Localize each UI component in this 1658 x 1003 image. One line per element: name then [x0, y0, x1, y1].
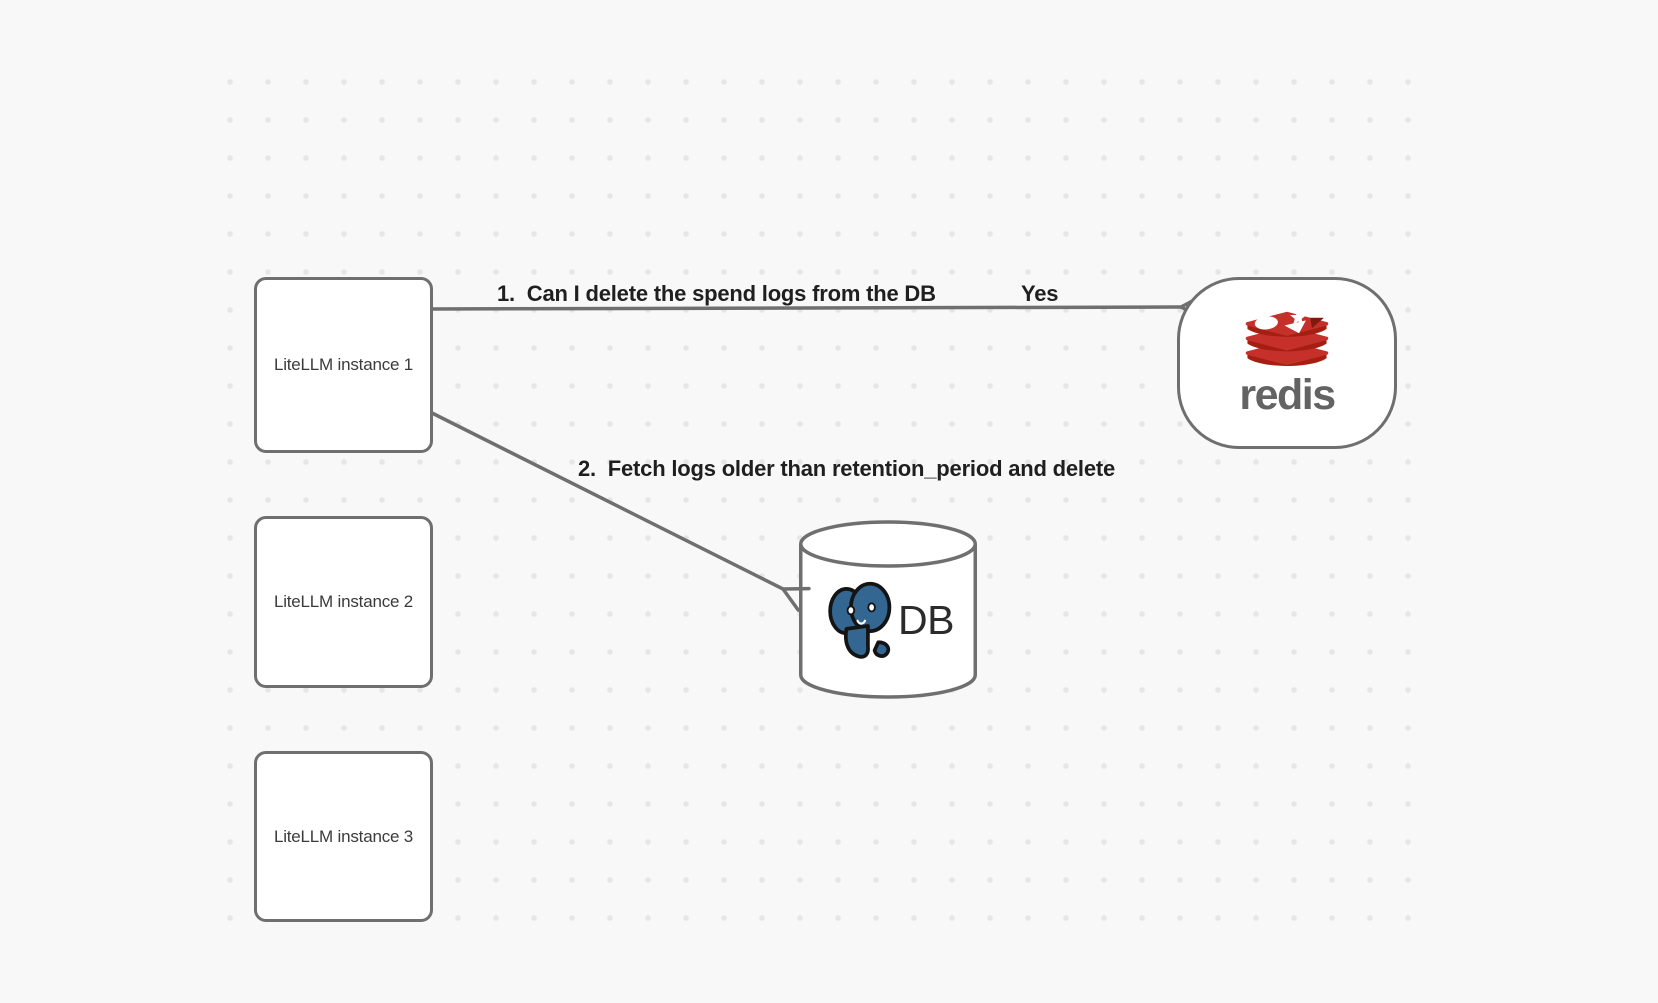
node-redis[interactable]: redis — [1177, 277, 1397, 449]
arrow-instance1-redis[interactable] — [405, 293, 1206, 323]
arrow1-response-label[interactable]: Yes — [1021, 281, 1059, 306]
node-label: LiteLLM instance 2 — [273, 592, 414, 611]
arrow-instance1-db[interactable] — [404, 390, 811, 612]
node-litellm-instance-1[interactable]: LiteLLM instance 1 — [254, 277, 433, 453]
node-label: LiteLLM instance 3 — [273, 826, 414, 846]
redis-logo-icon — [1245, 309, 1329, 366]
node-litellm-instance-3[interactable]: LiteLLM instance 3 — [254, 751, 433, 922]
redis-wordmark: redis — [1239, 371, 1336, 419]
cylinder-top — [799, 520, 977, 568]
redis-ellipse-shape — [1254, 316, 1278, 330]
db-label: DB — [898, 596, 954, 643]
arrow2-label[interactable]: 2. Fetch logs older than retention_perio… — [578, 456, 1116, 481]
node-litellm-instance-2[interactable]: LiteLLM instance 2 — [254, 516, 433, 688]
redis-star-shape — [1290, 309, 1307, 325]
postgresql-icon — [828, 581, 892, 659]
node-db-content[interactable]: DB — [806, 577, 972, 663]
arrow1-label[interactable]: 1. Can I delete the spend logs from the … — [497, 281, 936, 306]
redis-notch-shape — [1310, 317, 1324, 329]
node-label: LiteLLM instance 1 — [273, 355, 414, 374]
redis-triangle-shape — [1284, 320, 1306, 334]
